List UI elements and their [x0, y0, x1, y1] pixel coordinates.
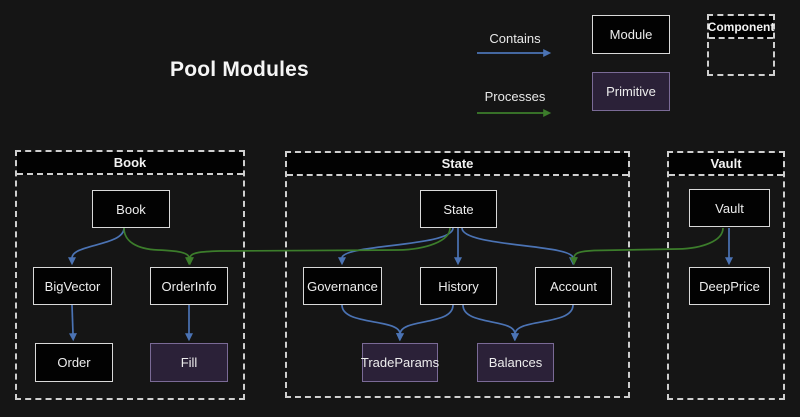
node-state: State [420, 190, 497, 228]
node-orderinfo-label: OrderInfo [161, 278, 217, 294]
page-title: Pool Modules [170, 58, 309, 81]
container-book-title: Book [17, 152, 243, 175]
node-order: Order [35, 343, 113, 382]
legend-contains-label: Contains [489, 31, 541, 46]
node-deepprice: DeepPrice [689, 267, 770, 305]
node-balances-label: Balances [488, 355, 543, 370]
node-fill-label: Fill [180, 355, 198, 370]
container-state-title: State [287, 153, 628, 176]
container-vault: Vault [667, 151, 785, 400]
node-state-label: State [443, 201, 474, 217]
legend-primitive-label: Primitive [606, 84, 656, 99]
node-history: History [420, 267, 497, 305]
node-balances: Balances [477, 343, 554, 382]
container-vault-title: Vault [669, 153, 783, 176]
node-bigvector: BigVector [33, 267, 112, 305]
node-vault-label: Vault [715, 200, 744, 216]
node-history-label: History [438, 278, 479, 294]
node-fill: Fill [150, 343, 228, 382]
node-tradeparams: TradeParams [360, 343, 440, 382]
container-state: State [285, 151, 630, 398]
legend-primitive-box: Primitive [592, 72, 670, 111]
node-tradeparams-label: TradeParams [360, 355, 440, 370]
legend-component-box: Component [707, 14, 775, 76]
node-orderinfo: OrderInfo [150, 267, 228, 305]
node-deepprice-label: DeepPrice [699, 278, 760, 294]
node-order-label: Order [57, 355, 91, 370]
node-vault: Vault [689, 189, 770, 227]
container-book: Book [15, 150, 245, 400]
node-governance-label: Governance [307, 278, 378, 294]
node-governance: Governance [303, 267, 382, 305]
legend-component-label: Component [708, 16, 774, 39]
legend-processes-label: Processes [484, 89, 546, 104]
legend-module-box: Module [592, 15, 670, 54]
node-account-label: Account [550, 278, 597, 294]
node-book: Book [92, 190, 170, 228]
node-account: Account [535, 267, 612, 305]
node-book-label: Book [116, 201, 146, 217]
node-bigvector-label: BigVector [44, 278, 101, 294]
legend-module-label: Module [609, 27, 653, 42]
